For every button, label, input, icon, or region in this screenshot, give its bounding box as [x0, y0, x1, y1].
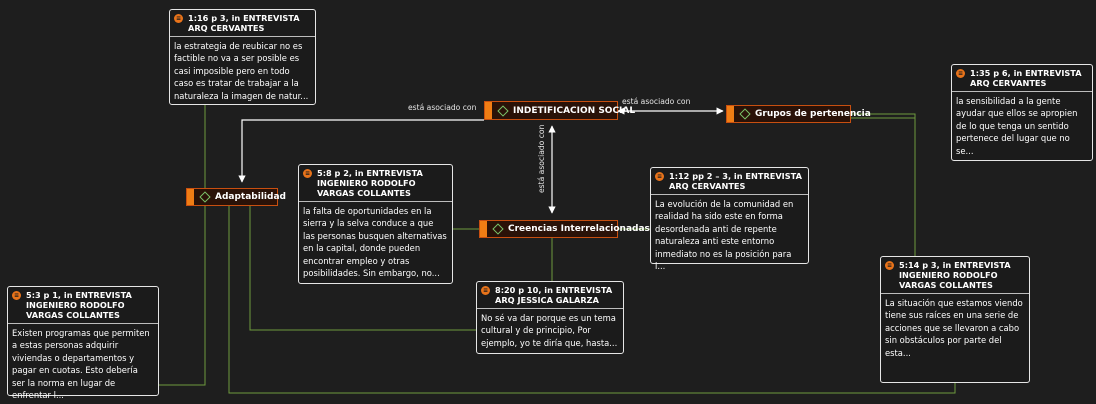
code-diamond-icon — [199, 191, 211, 203]
relation-label-right: está asociado con — [622, 97, 691, 106]
relation-label-vertical: está asociado con — [537, 124, 546, 193]
code-label: INDETIFICACION SOCIAL — [513, 105, 636, 116]
code-accent-bar — [480, 221, 487, 237]
quote-icon: ≡ — [885, 261, 894, 270]
quote-header: 1:16 p 3, in ENTREVISTA ARQ CERVANTES — [188, 13, 300, 33]
link-adaptabilidad-q5 — [228, 206, 956, 394]
quote-node-5-8[interactable]: ≡ 5:8 p 2, in ENTREVISTA INGENIERO RODOLF… — [298, 164, 453, 284]
quote-text: La situación que estamos viendo tiene su… — [885, 298, 1023, 358]
relation-label-left: está asociado con — [408, 103, 477, 112]
link-grupos-q5 — [851, 117, 916, 256]
quote-header: 5:8 p 2, in ENTREVISTA INGENIERO RODOLFO… — [317, 168, 423, 198]
quote-node-5-14[interactable]: ≡ 5:14 p 3, in ENTREVISTA INGENIERO RODOL… — [880, 256, 1030, 383]
arrow-identificacion-adaptabilidad — [238, 119, 484, 183]
code-accent-bar — [187, 189, 194, 205]
quote-text: No sé va dar porque es un tema cultural … — [481, 313, 618, 348]
quote-icon: ≡ — [956, 69, 965, 78]
quote-node-1-12[interactable]: ≡ 1:12 pp 2 – 3, in ENTREVISTA ARQ CERVAN… — [650, 167, 809, 271]
quote-text: Existen programas que permiten a estas p… — [12, 328, 150, 401]
code-label: Creencias Interrelacionadas — [508, 224, 650, 234]
quote-header: 1:35 p 6, in ENTREVISTA ARQ CERVANTES — [970, 68, 1082, 88]
quote-icon: ≡ — [655, 172, 664, 181]
quote-text: La evolución de la comunidad en realidad… — [655, 199, 794, 272]
code-label: Adaptabilidad — [215, 192, 286, 202]
link-grupos-q2 — [851, 113, 916, 162]
quote-text: la falta de oportunidades en la sierra y… — [303, 206, 447, 279]
quote-header: 5:3 p 1, in ENTREVISTA INGENIERO RODOLFO… — [26, 290, 132, 320]
quote-icon: ≡ — [481, 286, 490, 295]
code-node-identificacion-social[interactable]: INDETIFICACION SOCIAL — [484, 101, 635, 120]
quote-icon: ≡ — [12, 291, 21, 300]
code-accent-bar — [727, 106, 734, 122]
quote-header: 5:14 p 3, in ENTREVISTA INGENIERO RODOLF… — [899, 260, 1011, 290]
code-node-creencias-interrelacionadas[interactable]: Creencias Interrelacionadas — [479, 220, 650, 238]
code-diamond-icon — [492, 223, 504, 235]
quote-header: 8:20 p 10, in ENTREVISTA ARQ JESSICA GAL… — [495, 285, 613, 305]
quote-icon: ≡ — [303, 169, 312, 178]
quote-icon: ≡ — [174, 14, 183, 23]
code-accent-bar — [485, 102, 492, 119]
quote-text: la estrategia de reubicar no es factible… — [174, 41, 309, 101]
code-diamond-icon — [497, 104, 509, 117]
quote-node-8-20[interactable]: ≡ 8:20 p 10, in ENTREVISTA ARQ JESSICA GA… — [476, 281, 624, 354]
link-adaptabilidad-q7 — [249, 206, 476, 331]
link-adaptabilidad-q6 — [159, 206, 206, 386]
quote-header: 1:12 pp 2 – 3, in ENTREVISTA ARQ CERVANT… — [669, 171, 802, 191]
quote-node-1-16[interactable]: ≡ 1:16 p 3, in ENTREVISTA ARQ CERVANTES l… — [169, 9, 316, 105]
code-node-grupos-pertenencia[interactable]: Grupos de pertenencia — [726, 105, 871, 123]
code-diamond-icon — [739, 108, 751, 120]
code-node-adaptabilidad[interactable]: Adaptabilidad — [186, 188, 286, 206]
quote-text: la sensibilidad a la gente ayudar que el… — [956, 96, 1078, 156]
quote-node-5-3[interactable]: ≡ 5:3 p 1, in ENTREVISTA INGENIERO RODOLF… — [7, 286, 159, 400]
code-label: Grupos de pertenencia — [755, 109, 871, 119]
quote-node-1-35[interactable]: ≡ 1:35 p 6, in ENTREVISTA ARQ CERVANTES l… — [951, 64, 1093, 161]
